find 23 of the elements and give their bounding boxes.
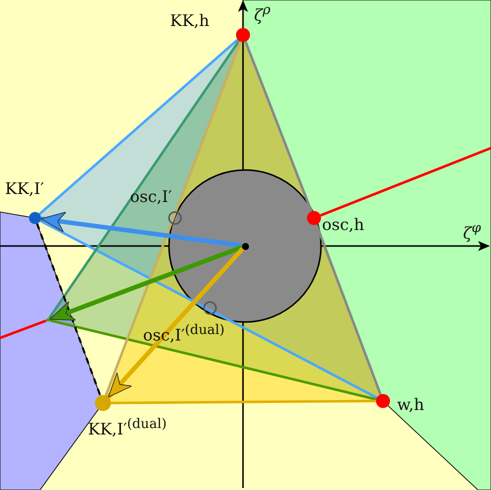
hull-edge bbox=[104, 41, 242, 396]
arrow bbox=[49, 245, 243, 322]
point-label: KK,I′$^{(dual)}$ bbox=[88, 416, 167, 438]
hull-edge bbox=[111, 400, 376, 404]
point-label: osc,I′ bbox=[130, 188, 172, 206]
point-label: osc,I′$^{(dual)}$ bbox=[143, 322, 225, 344]
arrow bbox=[106, 247, 244, 399]
point-label: osc,h bbox=[322, 216, 364, 234]
point-label: KK,I′ bbox=[5, 180, 44, 198]
point-label: KK,h bbox=[170, 12, 210, 30]
point-label: w,h bbox=[397, 396, 424, 414]
hull-edge bbox=[244, 41, 313, 212]
hull-edge bbox=[48, 40, 240, 320]
dashed-line bbox=[36, 223, 102, 396]
hull-edge bbox=[320, 146, 491, 217]
arrow bbox=[40, 212, 242, 248]
hull-edge bbox=[50, 319, 376, 401]
axis-label: ζ$^{ρ}$ bbox=[254, 2, 271, 24]
hull-edge bbox=[40, 220, 378, 399]
hull-edge bbox=[0, 320, 47, 340]
hull-edge bbox=[38, 38, 239, 215]
axis-label: ζ$^{φ}$ bbox=[463, 220, 482, 242]
hull-edge bbox=[315, 224, 382, 395]
